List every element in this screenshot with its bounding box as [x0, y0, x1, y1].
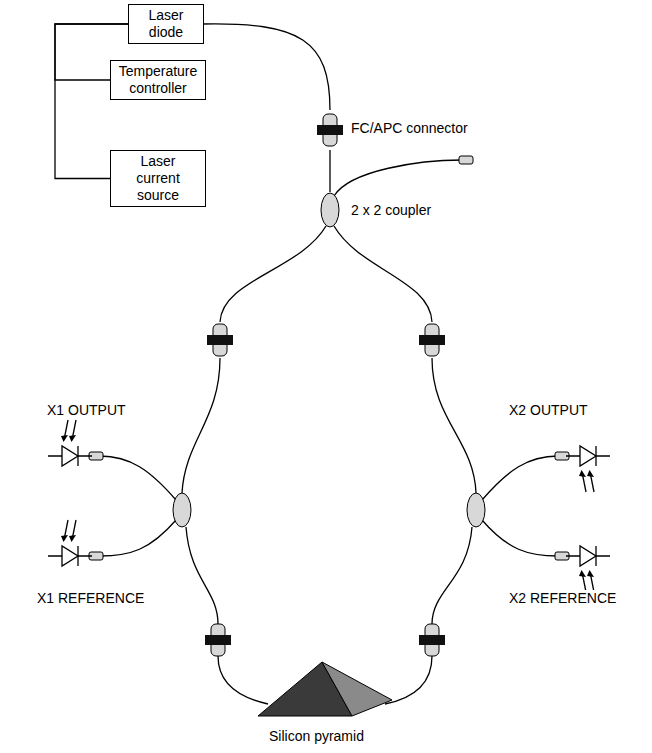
part-label: X2 OUTPUT — [508, 402, 589, 419]
box-text: Laser diode — [135, 7, 197, 41]
box-text: Laser current source — [117, 153, 199, 204]
part-label: FC/APC connector — [350, 120, 469, 137]
part-label: X1 REFERENCE — [36, 590, 145, 607]
controller-box: Temperature controller — [110, 60, 206, 100]
laser-box: Laser diode — [128, 4, 204, 44]
part-label: X2 REFERENCE — [508, 590, 617, 607]
part-label: Silicon pyramid — [268, 728, 365, 745]
part-label: 2 x 2 coupler — [350, 202, 432, 219]
part-label: X1 OUTPUT — [46, 402, 127, 419]
current-source-box: Laser current source — [110, 150, 206, 207]
box-text: Temperature controller — [117, 63, 199, 97]
